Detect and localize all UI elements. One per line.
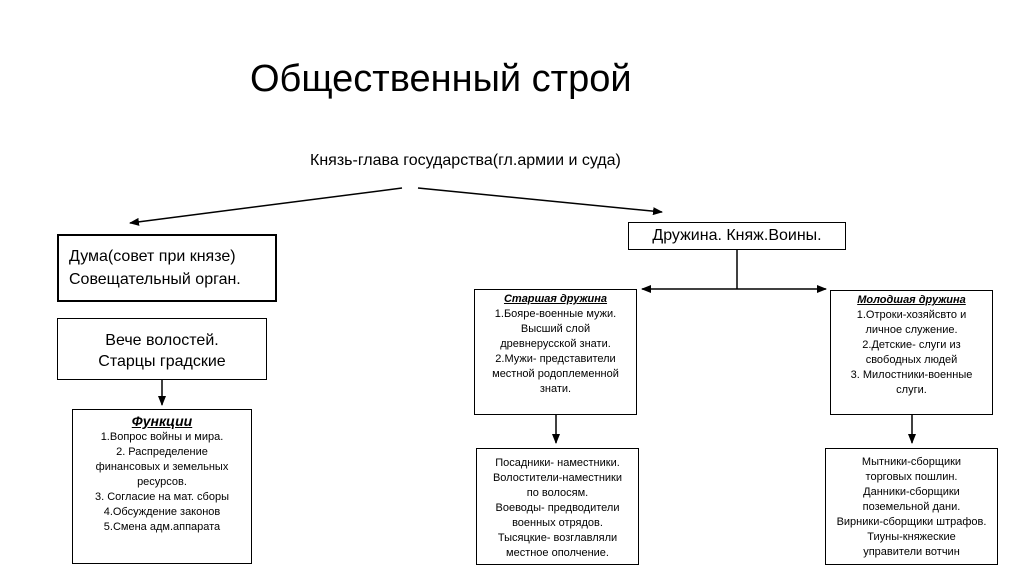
prince-label: Князь-глава государства(гл.армии и суда) [310, 152, 621, 169]
posad-line: местное ополчение. [506, 547, 609, 559]
junior-line: 1.Отроки-хозяйсвто и [856, 309, 967, 321]
mytniki-line: поземельной дани. [862, 501, 961, 513]
mytniki-line: торговых пошлин. [865, 471, 958, 483]
duma-box: Дума(совет при князе) Совещательный орга… [57, 234, 277, 302]
mytniki-line: Мытники-сборщики [861, 456, 962, 468]
junior-header: Молодшая дружина [857, 294, 966, 306]
arrow-to-duma [129, 187, 403, 226]
mytniki-line: управители вотчин [863, 546, 960, 558]
veche-line: Вече волостей. [105, 332, 219, 349]
posad-line: Посадники- наместники. [495, 457, 620, 469]
posad-line: Воеводы- предводители [495, 502, 620, 514]
functions-line: финансовых и земельных [95, 461, 229, 473]
senior-line: древнерусской знати. [500, 338, 611, 350]
functions-header: Функции [131, 413, 193, 429]
junior-line: 2.Детские- слуги из [862, 339, 961, 351]
duma-line: Дума(совет при князе) [69, 248, 236, 265]
functions-line: ресурсов. [137, 476, 187, 488]
duma-line: Совещательный орган. [69, 271, 241, 288]
posad-line: Волостители-наместники [492, 472, 623, 484]
arrow-to-druzhina [417, 187, 663, 216]
senior-header: Старшая дружина [503, 293, 608, 305]
veche-line: Старцы градские [98, 353, 226, 370]
junior-line: 3. Милостники-военные [850, 369, 973, 381]
functions-line: 3. Согласие на мат. сборы [95, 491, 229, 503]
druzhina-box: Дружина. Княж.Воины. [628, 222, 846, 250]
posad-line: по волосям. [526, 487, 589, 499]
mytniki-line: Тиуны-княжеские [867, 531, 956, 543]
mytniki-line: Данники-сборщики [863, 486, 960, 498]
senior-line: 2.Мужи- представители [495, 353, 616, 365]
senior-line: 1.Бояре-военные мужи. [494, 308, 617, 320]
functions-line: 4.Обсуждение законов [103, 506, 221, 518]
mytniki-box: Мытники-сборщики торговых пошлин. Данник… [825, 448, 998, 565]
page-title: Общественный строй [250, 58, 632, 100]
posad-line: военных отрядов. [512, 517, 603, 529]
senior-druzhina-box: Старшая дружина 1.Бояре-военные мужи. Вы… [474, 289, 637, 415]
junior-druzhina-box: Молодшая дружина 1.Отроки-хозяйсвто и ли… [830, 290, 993, 415]
veche-box: Вече волостей. Старцы градские [57, 318, 267, 380]
functions-line: 2. Распределение [116, 446, 208, 458]
junior-line: личное служение. [865, 324, 958, 336]
junior-line: свободных людей [865, 354, 958, 366]
senior-line: местной родоплеменной [492, 368, 619, 380]
functions-line: 1.Вопрос войны и мира. [100, 431, 224, 443]
functions-box: Функции 1.Вопрос войны и мира. 2. Распре… [72, 409, 252, 564]
mytniki-line: Вирники-сборщики штрафов. [836, 516, 987, 528]
posadniki-box: Посадники- наместники. Волостители-намес… [476, 448, 639, 565]
posad-line: Тысяцкие- возглавляли [497, 532, 618, 544]
junior-line: слуги. [896, 384, 927, 396]
functions-line: 5.Смена адм.аппарата [103, 521, 221, 533]
senior-line: Высший слой [520, 323, 591, 335]
senior-line: знати. [539, 383, 572, 395]
